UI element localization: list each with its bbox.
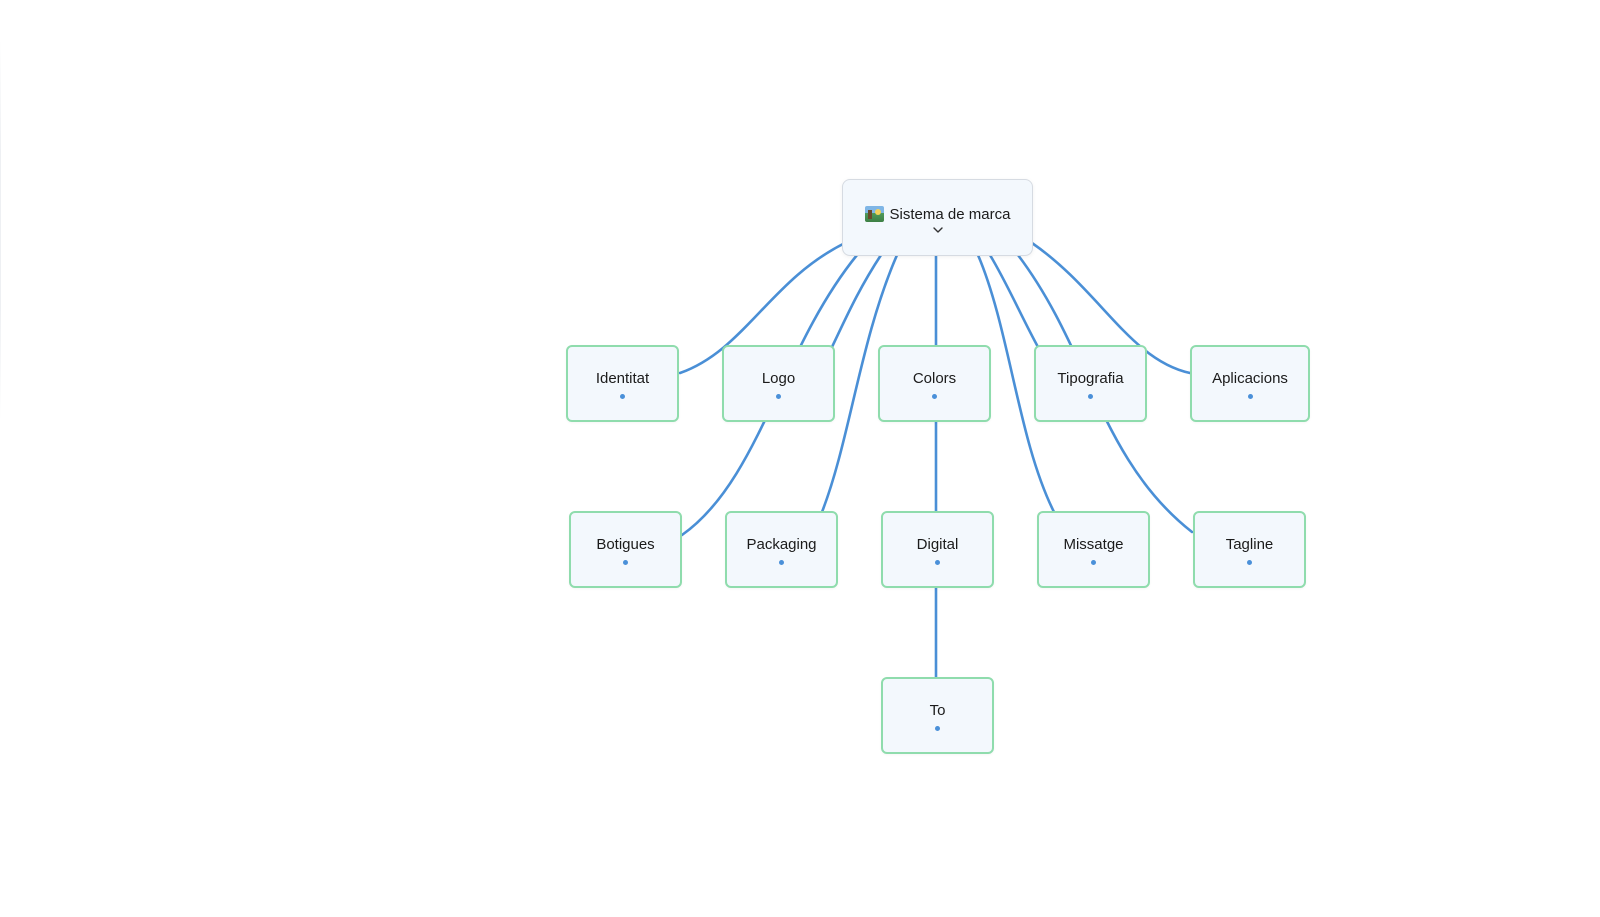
node-label: Packaging: [746, 536, 817, 553]
node-label: To: [929, 702, 946, 719]
node-label: Missatge: [1063, 536, 1124, 553]
node-label: Botigues: [596, 536, 655, 553]
node-botigues[interactable]: Botigues: [569, 511, 682, 588]
node-to[interactable]: To: [881, 677, 994, 754]
root-label: Sistema de marca: [889, 205, 1011, 223]
node-tagline[interactable]: Tagline: [1193, 511, 1306, 588]
landscape-picture-icon: [864, 206, 884, 222]
node-handle[interactable]: [932, 394, 937, 399]
node-handle[interactable]: [935, 726, 940, 731]
node-packaging[interactable]: Packaging: [725, 511, 838, 588]
node-label: Identitat: [595, 370, 650, 387]
edge-root-logo: [830, 253, 883, 349]
node-label: Tipografia: [1057, 370, 1124, 387]
node-handle[interactable]: [776, 394, 781, 399]
root-node[interactable]: Sistema de marca: [842, 179, 1033, 256]
node-handle[interactable]: [935, 560, 940, 565]
chevron-down-icon[interactable]: [932, 226, 944, 234]
root-title-row: Sistema de marca: [864, 205, 1011, 223]
node-digital[interactable]: Digital: [881, 511, 994, 588]
node-handle[interactable]: [1091, 560, 1096, 565]
node-handle[interactable]: [779, 560, 784, 565]
node-handle[interactable]: [623, 560, 628, 565]
node-aplicacions[interactable]: Aplicacions: [1190, 345, 1310, 422]
node-handle[interactable]: [1247, 560, 1252, 565]
panel-divider: [0, 40, 1, 420]
node-identitat[interactable]: Identitat: [566, 345, 679, 422]
node-handle[interactable]: [620, 394, 625, 399]
node-logo[interactable]: Logo: [722, 345, 835, 422]
node-handle[interactable]: [1088, 394, 1093, 399]
node-label: Tagline: [1225, 536, 1274, 553]
node-missatge[interactable]: Missatge: [1037, 511, 1150, 588]
node-label: Colors: [912, 370, 957, 387]
node-label: Aplicacions: [1212, 370, 1288, 387]
node-handle[interactable]: [1247, 394, 1253, 399]
node-label: Digital: [916, 536, 959, 553]
node-colors[interactable]: Colors: [878, 345, 991, 422]
node-tipografia[interactable]: Tipografia: [1034, 345, 1147, 422]
node-label: Logo: [761, 370, 796, 387]
edge-root-tipografia: [988, 253, 1040, 349]
